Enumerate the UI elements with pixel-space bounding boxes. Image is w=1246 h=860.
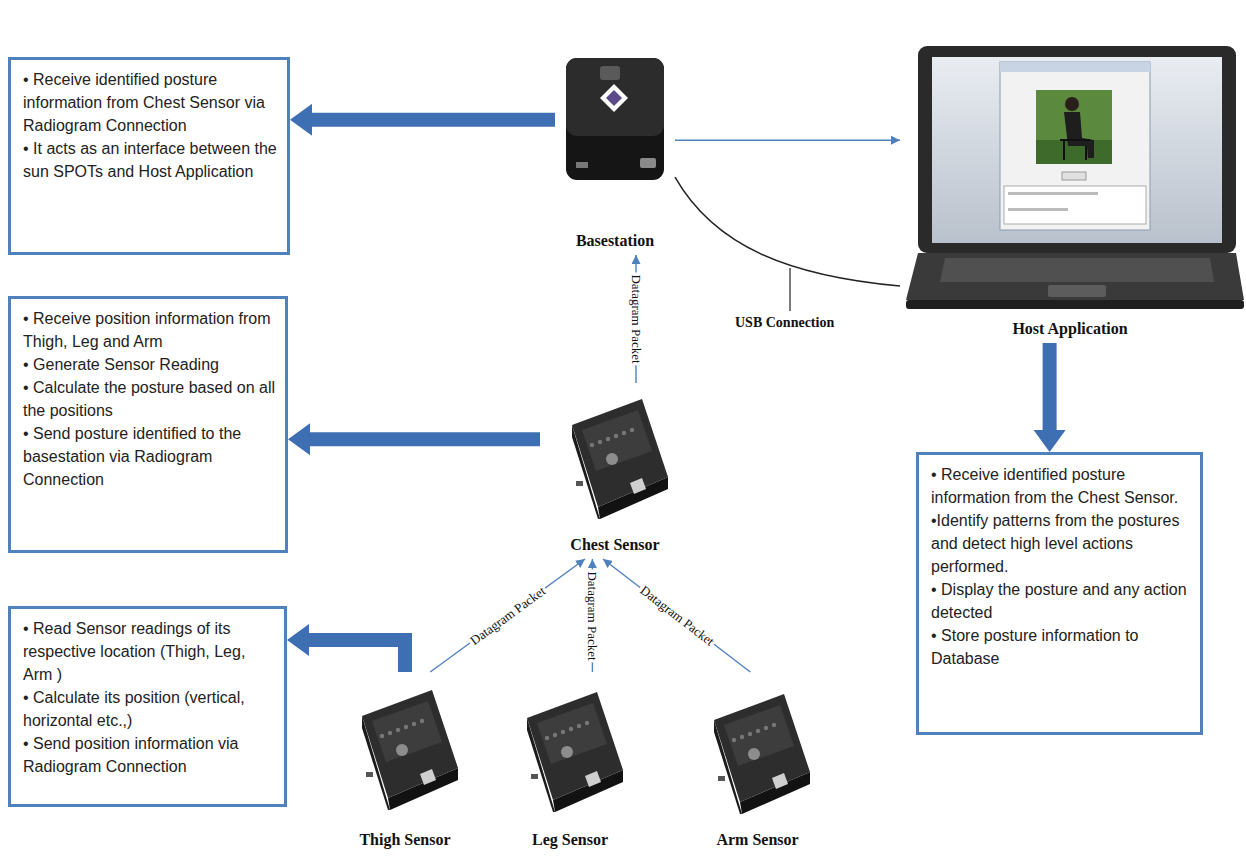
base-body: [566, 58, 664, 180]
leg-sensor-device: [505, 678, 635, 813]
device-node: Chest Sensor: [540, 383, 690, 559]
leader-line: [789, 268, 790, 311]
bullet-text: • Display the posture and any action det…: [931, 578, 1190, 624]
link-arrow: [675, 139, 900, 140]
block-arrow: [290, 104, 555, 136]
bullet-text: • Send position information via Radiogra…: [23, 732, 274, 778]
base-usb-port: [640, 158, 656, 168]
device-label: Leg Sensor: [532, 830, 608, 850]
arrow-head: [287, 624, 309, 656]
laptop-front: [906, 300, 1244, 309]
device-node: Thigh Sensor: [335, 672, 475, 854]
window-button: [1062, 172, 1086, 180]
person-head: [1065, 97, 1079, 111]
device-label: Basestation: [576, 231, 654, 251]
laptop-base: [906, 253, 1244, 300]
arrow-shaft: [309, 640, 405, 672]
thigh-sensor-device: [340, 676, 470, 811]
log-line: [1008, 208, 1068, 211]
block-arrow: [287, 624, 405, 672]
device-node: Leg Sensor: [500, 672, 640, 854]
block-arrow: [1034, 343, 1066, 452]
usb-cable: [675, 177, 900, 286]
laptop-touchpad: [1048, 285, 1106, 297]
device-node: Basestation: [555, 50, 675, 255]
person-body: [1064, 112, 1094, 158]
bullet-text: • It acts as an interface between the su…: [23, 137, 277, 183]
description-box: • Read Sensor readings of its respective…: [8, 606, 287, 807]
chest-sensor-device: [550, 385, 680, 520]
arrow-shaft: [1043, 343, 1057, 430]
description-box: • Receive identified posture information…: [8, 57, 290, 255]
base-mark: [600, 66, 620, 80]
connection-label: USB Connection: [735, 314, 834, 331]
laptop-screen: [932, 57, 1222, 243]
bullet-text: •Identify patterns from the postures and…: [931, 509, 1190, 578]
device-node: Arm Sensor: [685, 672, 830, 854]
log-line: [1008, 192, 1098, 195]
edge-label: Datagram Packet: [629, 272, 643, 365]
window-titlebar: [1000, 62, 1150, 72]
base-port: [576, 162, 588, 168]
arrow-shaft: [310, 432, 540, 446]
arrow-shaft: [312, 113, 555, 127]
edge-label: Datagram Packet: [466, 582, 549, 648]
arrow-head: [290, 104, 312, 136]
posture-photo: [1036, 90, 1112, 164]
arm-sensor-device: [692, 680, 822, 815]
bullet-text: • Read Sensor readings of its respective…: [23, 617, 274, 686]
bullet-text: • Store posture information to Database: [931, 624, 1190, 670]
bullet-text: • Calculate the posture based on all the…: [23, 376, 275, 422]
device-label: Arm Sensor: [716, 830, 798, 850]
device-node: Host Application: [900, 8, 1240, 343]
laptop-illustration: [906, 46, 1244, 309]
arrow-head: [1034, 430, 1066, 452]
bullet-text: • Receive identified posture information…: [23, 68, 277, 137]
arrow-head: [288, 423, 310, 455]
bullet-text: • Send posture identified to the basesta…: [23, 422, 275, 491]
app-window: [1000, 62, 1150, 230]
chair: [1060, 140, 1090, 160]
bullet-text: • Calculate its position (vertical, hori…: [23, 686, 274, 732]
device-label: Host Application: [1012, 319, 1127, 339]
bullet-text: • Receive identified posture information…: [931, 463, 1190, 509]
window-log: [1004, 186, 1146, 224]
edge-label: Datagram Packet: [635, 582, 717, 650]
edge-label: Datagram Packet: [585, 569, 599, 662]
base-logo: [600, 84, 628, 112]
description-box: • Receive position information from Thig…: [8, 296, 288, 553]
device-label: Chest Sensor: [570, 535, 659, 555]
bullet-text: • Generate Sensor Reading: [23, 353, 275, 376]
base-logo-inner: [606, 90, 622, 106]
base-top: [566, 58, 664, 136]
block-arrow: [288, 423, 540, 455]
description-box: • Receive identified posture information…: [916, 452, 1203, 735]
bullet-text: • Receive position information from Thig…: [23, 307, 275, 353]
link-arrow: [603, 559, 750, 672]
device-label: Thigh Sensor: [359, 830, 450, 850]
link-arrow: [430, 559, 585, 672]
laptop-keyboard: [940, 258, 1214, 282]
basestation-device: [566, 58, 664, 180]
laptop-lid: [918, 46, 1236, 253]
